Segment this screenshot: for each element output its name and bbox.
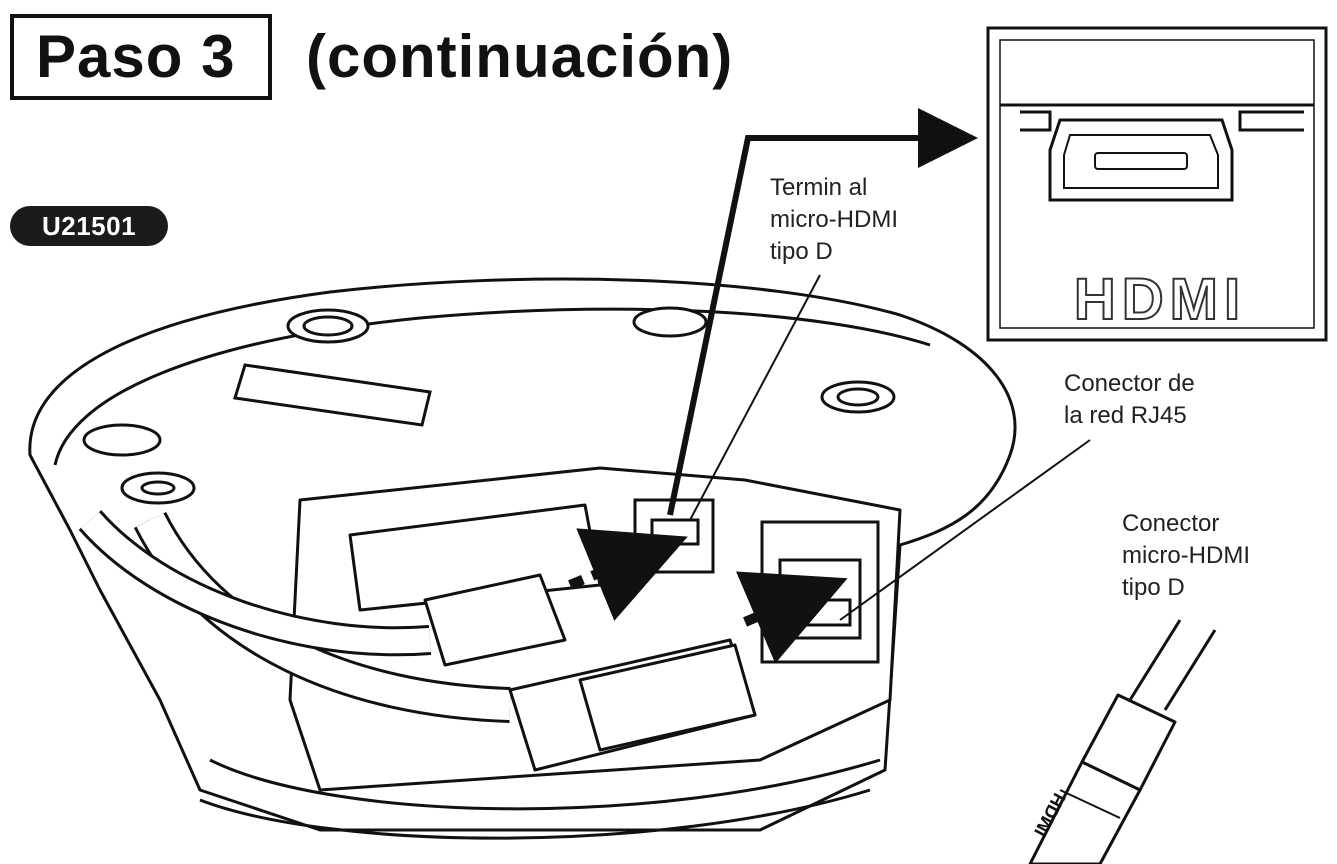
detail-inset — [986, 26, 1328, 342]
hdmi-terminal-leader — [689, 274, 821, 521]
detail-pointer-arrow — [667, 108, 978, 516]
rj45-connector-label: Conector de la red RJ45 — [1064, 370, 1195, 429]
step-subtitle: (continuación) — [306, 23, 734, 90]
rj45-leader — [839, 439, 1091, 621]
step-box — [10, 14, 272, 100]
step-title: Paso 3 — [36, 23, 236, 90]
screw-bosses — [82, 306, 896, 505]
network-cable — [133, 511, 757, 772]
hdmi-cable — [78, 509, 567, 667]
hdmi-terminal-label: Termin al micro-HDMI tipo D — [770, 174, 898, 265]
hdmi-port — [633, 498, 715, 574]
hdmi-insert-arrow — [568, 528, 688, 621]
model-badge: U21501 — [10, 206, 168, 246]
hdmi-logo: HDMI — [1073, 267, 1247, 333]
label-slot — [233, 363, 432, 427]
hdmi-connector-label: Conector micro-HDMI tipo D — [1122, 510, 1250, 601]
rj45-insert-arrow — [735, 571, 848, 664]
micro-hdmi-plug — [1028, 619, 1217, 864]
